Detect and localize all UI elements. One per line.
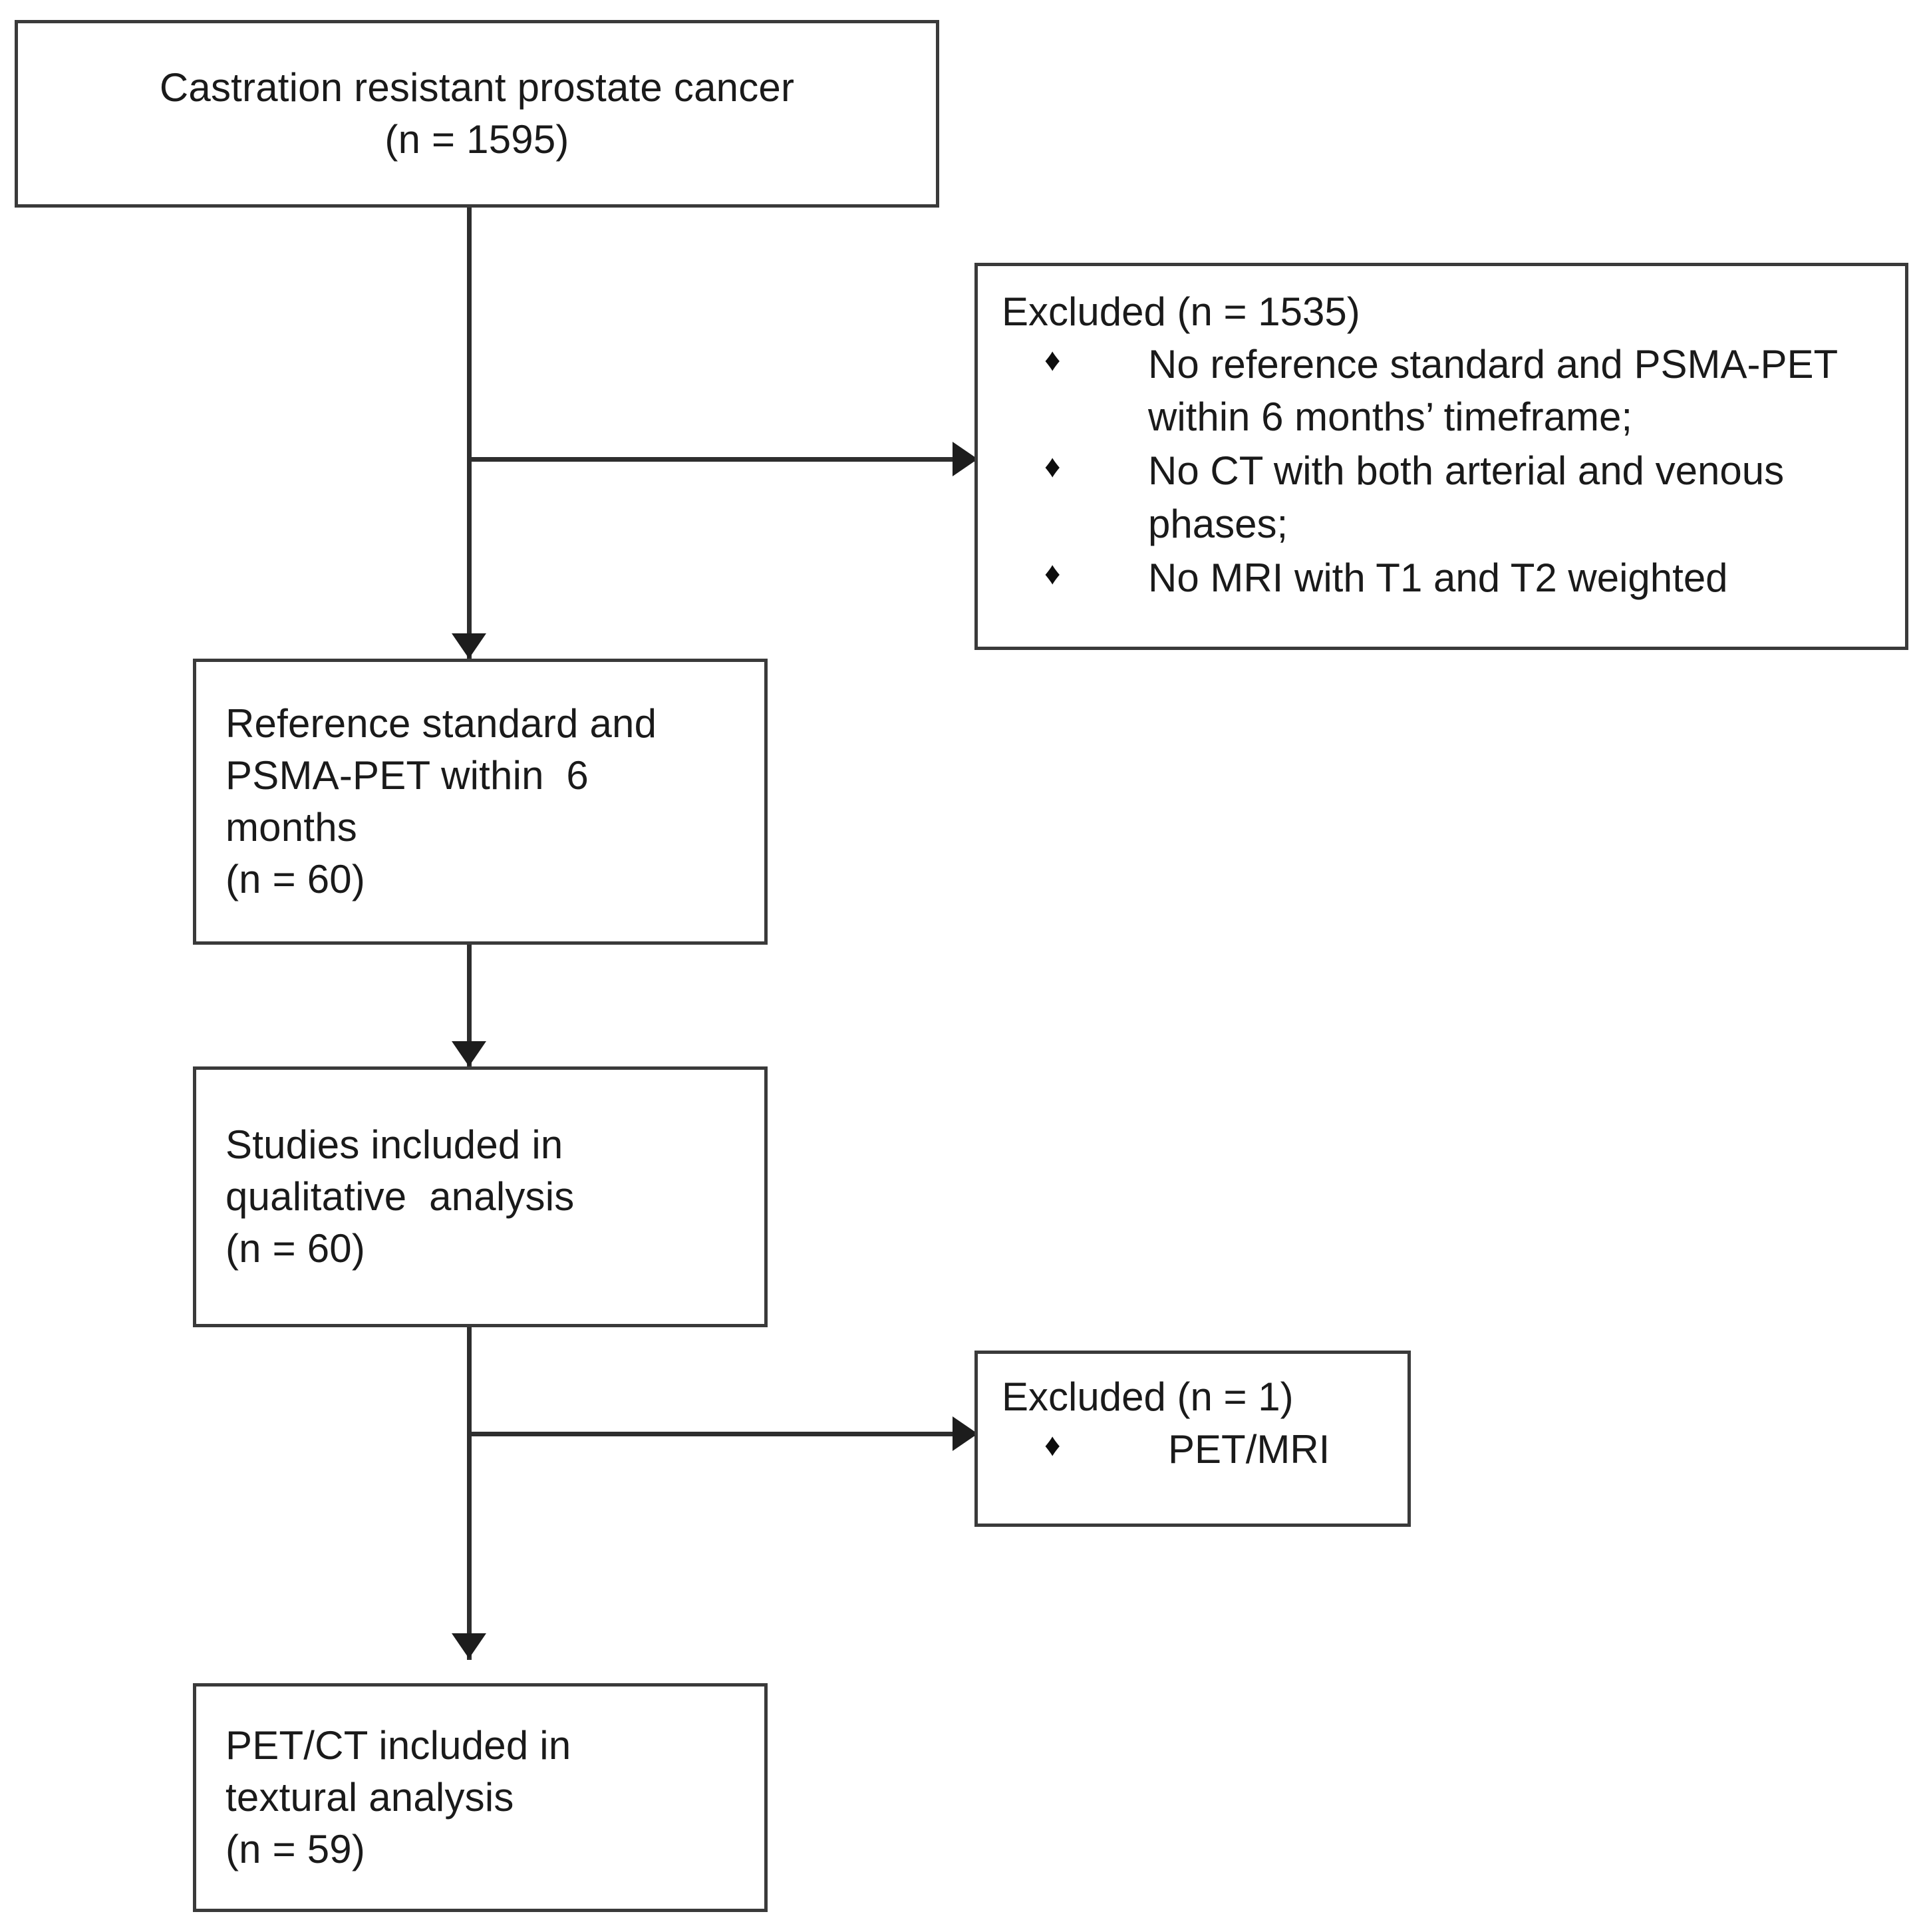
excluded-second-list: ♦ PET/MRI <box>1002 1423 1384 1477</box>
arrowhead-into-reference <box>452 633 486 659</box>
list-item: ♦ PET/MRI <box>1002 1423 1384 1476</box>
node-excluded-second: Excluded (n = 1) ♦ PET/MRI <box>974 1351 1411 1527</box>
excluded-first-list: ♦ No reference standard and PSMA-PET wit… <box>1002 338 1881 605</box>
connector-source-to-reference <box>467 208 472 833</box>
connector-branch-excluded-1 <box>467 457 999 462</box>
node-final-line-2: textural analysis <box>225 1775 514 1820</box>
arrowhead-into-excluded-2 <box>953 1416 978 1451</box>
arrowhead-into-qualitative <box>452 1041 486 1066</box>
arrowhead-into-excluded-1 <box>953 442 978 476</box>
node-final-included: PET/CT included in textural analysis (n … <box>193 1683 768 1912</box>
node-reference-standard: Reference standard and PSMA-PET within 6… <box>193 659 768 945</box>
node-final-count: (n = 59) <box>225 1827 366 1871</box>
list-item-label: PET/MRI <box>1168 1427 1330 1472</box>
diamond-bullet-icon: ♦ <box>1044 556 1061 591</box>
node-reference-line-1: Reference standard and <box>225 701 657 746</box>
list-item: ♦ No CT with both arterial and venous ph… <box>1002 444 1881 550</box>
node-final-line-1: PET/CT included in <box>225 1723 571 1768</box>
list-item-label: No CT with both arterial and venous phas… <box>1148 448 1785 546</box>
node-reference-count: (n = 60) <box>225 857 366 901</box>
node-qualitative-line-2: qualitative analysis <box>225 1174 575 1219</box>
arrowhead-into-final <box>452 1633 486 1659</box>
node-qualitative-line-1: Studies included in <box>225 1122 563 1167</box>
list-item: ♦ No reference standard and PSMA-PET wit… <box>1002 338 1881 443</box>
node-source-line-1: Castration resistant prostate cancer <box>159 65 795 110</box>
list-item: ♦ No MRI with T1 and T2 weighted <box>1002 552 1881 604</box>
node-reference-line-2: PSMA-PET within 6 <box>225 753 589 798</box>
node-qualitative-analysis: Studies included in qualitative analysis… <box>193 1066 768 1327</box>
node-reference-line-3: months <box>225 805 357 850</box>
diamond-bullet-icon: ♦ <box>1044 343 1061 378</box>
connector-qualitative-to-final <box>467 1327 472 1660</box>
excluded-second-title: Excluded (n = 1) <box>1002 1374 1294 1419</box>
connector-branch-excluded-2 <box>467 1432 999 1436</box>
list-item-label: No MRI with T1 and T2 weighted <box>1148 555 1728 600</box>
excluded-first-title: Excluded (n = 1535) <box>1002 289 1360 334</box>
node-qualitative-count: (n = 60) <box>225 1226 366 1271</box>
list-item-label: No reference standard and PSMA-PET withi… <box>1148 342 1838 440</box>
node-source-population: Castration resistant prostate cancer (n … <box>15 20 939 208</box>
node-source-count: (n = 1595) <box>384 117 569 162</box>
diamond-bullet-icon: ♦ <box>1044 449 1061 485</box>
diamond-bullet-icon: ♦ <box>1044 1428 1061 1463</box>
node-excluded-first: Excluded (n = 1535) ♦ No reference stand… <box>974 263 1908 650</box>
connector-reference-to-qualitative <box>467 945 472 1068</box>
